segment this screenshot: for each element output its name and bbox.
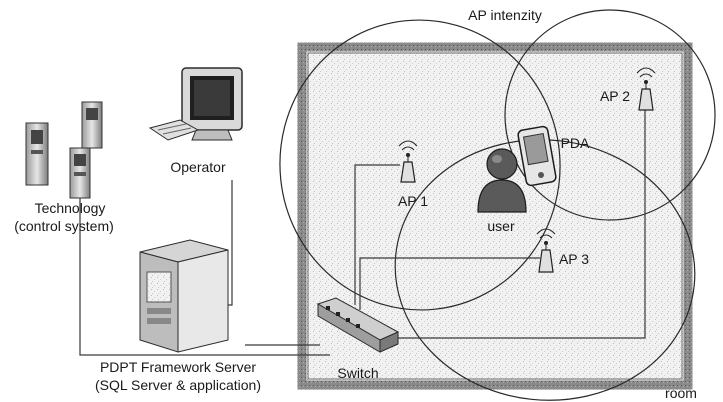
network-cables (79, 100, 646, 356)
operator-workstation-icon (148, 67, 243, 141)
ap1-antenna-icon (398, 140, 418, 183)
pda-icon (517, 125, 557, 187)
switch-label: Switch (337, 365, 378, 381)
ap3-antenna-icon (536, 228, 556, 273)
ap3-coverage (394, 139, 696, 401)
cable-switch-ap3 (359, 257, 540, 310)
ap2-coverage (504, 9, 716, 221)
user-icon (477, 148, 527, 213)
ap1-label: AP 1 (398, 193, 428, 209)
ap2-antenna-icon (636, 67, 656, 111)
ap3-label: AP 3 (559, 251, 589, 267)
cable-technology-server (79, 195, 330, 356)
ap-intensity-areas (279, 9, 716, 401)
technology-label-line1: Technology (35, 200, 106, 216)
ap2-label: AP 2 (600, 88, 630, 104)
switch-icon (316, 297, 400, 353)
operator-label: Operator (170, 159, 226, 175)
server-label-line2: (SQL Server & application) (95, 377, 261, 393)
framework-server-icon (139, 239, 229, 353)
server-label-line1: PDPT Framework Server (100, 359, 256, 375)
ap1-coverage (279, 19, 561, 311)
pda-label: PDA (561, 135, 590, 151)
user-label: user (487, 218, 515, 234)
cable-switch-ap1 (354, 164, 400, 305)
cable-switch-ap2 (375, 100, 646, 339)
technology-label-line2: (control system) (14, 218, 114, 234)
ap-intensity-label: AP intenzity (468, 7, 542, 23)
technology-servers-icon (25, 101, 103, 199)
room-label: room (665, 385, 697, 401)
